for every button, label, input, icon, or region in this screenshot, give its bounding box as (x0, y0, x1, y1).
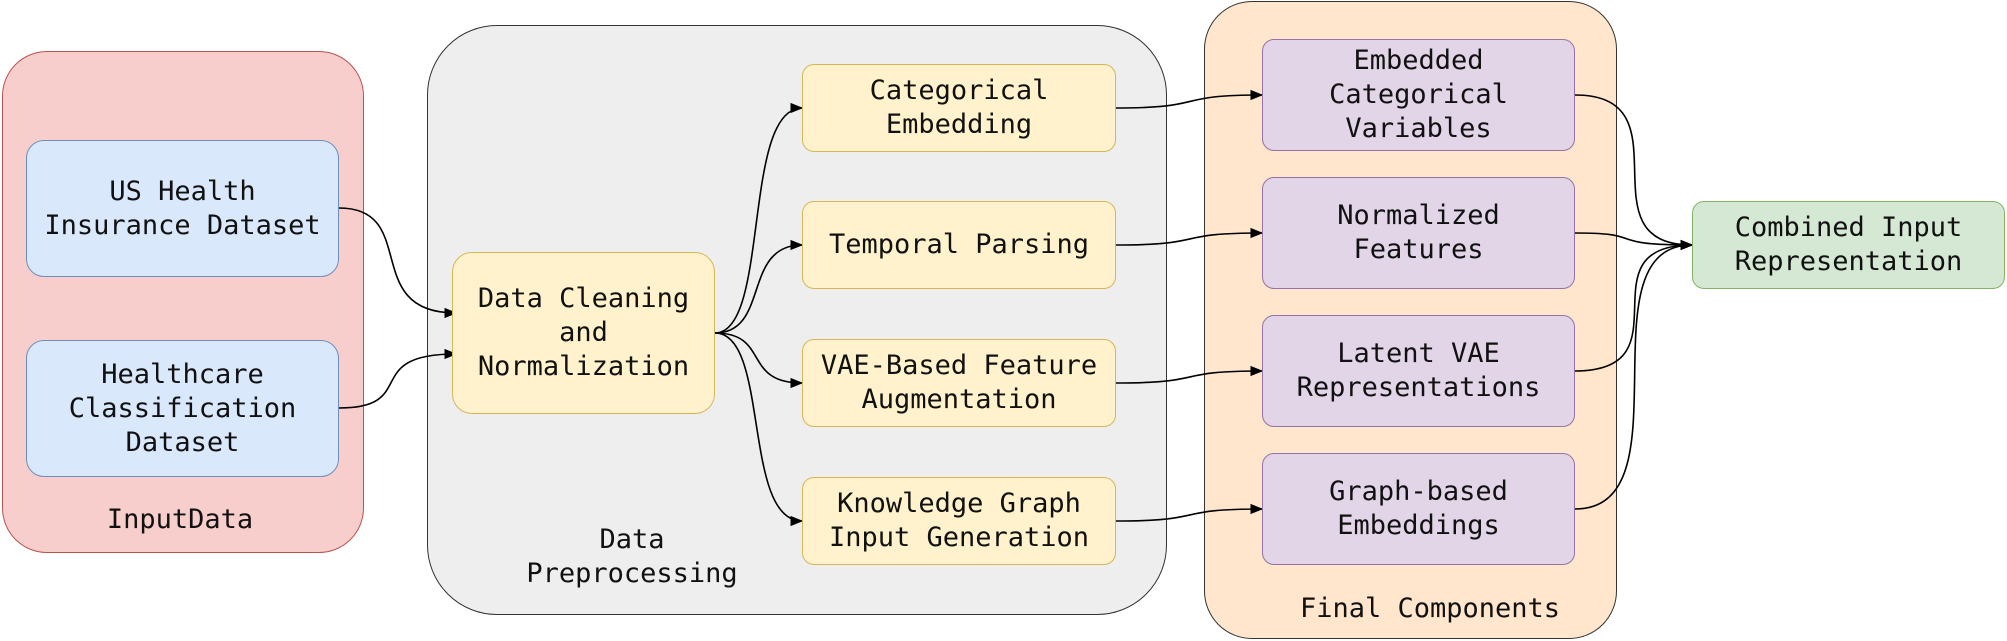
node-knowledge-graph-input: Knowledge Graph Input Generation (802, 477, 1116, 565)
edge-cleaning-to-categorical (714, 102, 804, 334)
node-data-cleaning-normalization: Data Cleaning and Normalization (452, 252, 715, 414)
edge-embedded-to-combined (1574, 94, 1694, 251)
node-us-health-insurance-dataset: US Health Insurance Dataset (26, 140, 339, 277)
edge-us-health-to-cleaning (338, 207, 458, 319)
edge-latent-to-combined (1574, 239, 1694, 372)
edge-cleaning-to-vae (714, 332, 804, 389)
edge-normalized-to-combined (1574, 232, 1694, 251)
edge-temporal-to-normalized (1115, 227, 1264, 246)
node-graph-based-embeddings: Graph-based Embeddings (1262, 453, 1575, 565)
edge-cleaning-to-temporal (714, 239, 804, 334)
edge-graph-to-combined (1574, 239, 1694, 510)
node-healthcare-classification-dataset: Healthcare Classification Dataset (26, 340, 339, 477)
node-combined-input-representation: Combined Input Representation (1692, 201, 2005, 289)
group-input-data-label: InputData (106, 504, 254, 535)
node-temporal-parsing: Temporal Parsing (802, 201, 1116, 289)
node-embedded-categorical-variables: Embedded Categorical Variables (1262, 39, 1575, 151)
node-categorical-embedding: Categorical Embedding (802, 64, 1116, 152)
group-final-components-label: Final Components (1299, 593, 1561, 624)
edge-kg-to-graph (1115, 503, 1264, 522)
node-normalized-features: Normalized Features (1262, 177, 1575, 289)
edge-categorical-to-embedded (1115, 89, 1264, 109)
edge-healthcare-to-cleaning (338, 348, 458, 409)
edge-cleaning-to-kg (714, 332, 804, 527)
node-latent-vae-representations: Latent VAE Representations (1262, 315, 1575, 427)
group-data-preprocessing-label: Data Preprocessing (526, 524, 738, 589)
node-vae-feature-augmentation: VAE-Based Feature Augmentation (802, 339, 1116, 427)
edge-vae-to-latent (1115, 365, 1264, 384)
